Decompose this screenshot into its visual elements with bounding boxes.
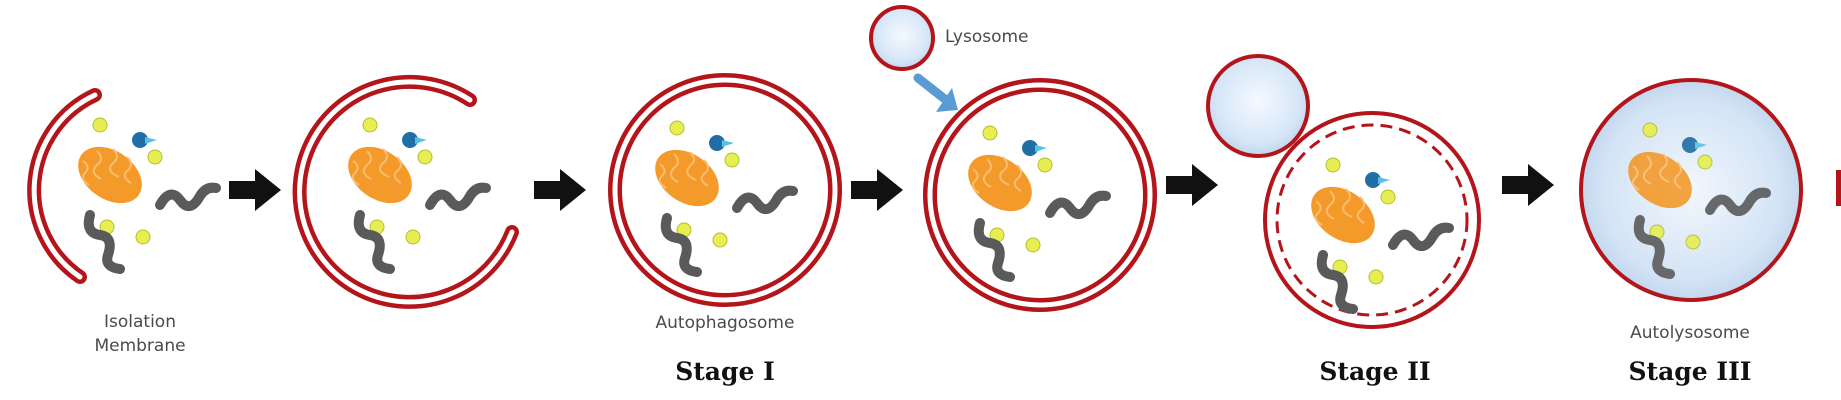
autolysosome-label: Autolysosome	[1630, 323, 1750, 343]
right-arrow-icon	[534, 169, 586, 211]
autophagosome-cell	[608, 73, 842, 307]
right-arrow-icon	[851, 169, 903, 211]
autophagosome-label: Autophagosome	[655, 313, 795, 333]
pointer-arrow-icon	[913, 73, 958, 112]
stage-1-label: Stage I	[675, 357, 775, 386]
right-arrow-icon	[1502, 164, 1554, 206]
right-arrow-icon	[229, 169, 281, 211]
fusion-cell	[1206, 54, 1481, 329]
lysosome-label: Lysosome	[945, 27, 1029, 47]
isolation-membrane-cell	[27, 88, 216, 284]
isolation-label-line1: Isolation	[104, 312, 176, 332]
fusing-lysosome	[1206, 54, 1310, 158]
phagophore-cell	[292, 74, 519, 309]
isolation-membrane-label: Isolation Membrane	[60, 310, 220, 358]
autophagosome-cell-2	[923, 78, 1157, 312]
autolysosome-cell	[1579, 78, 1841, 302]
lysosome	[869, 5, 935, 71]
stage-3-label: Stage III	[1628, 357, 1752, 386]
stage-2-label: Stage II	[1319, 357, 1431, 386]
isolation-label-line2: Membrane	[94, 336, 186, 356]
right-arrow-icon	[1166, 164, 1218, 206]
